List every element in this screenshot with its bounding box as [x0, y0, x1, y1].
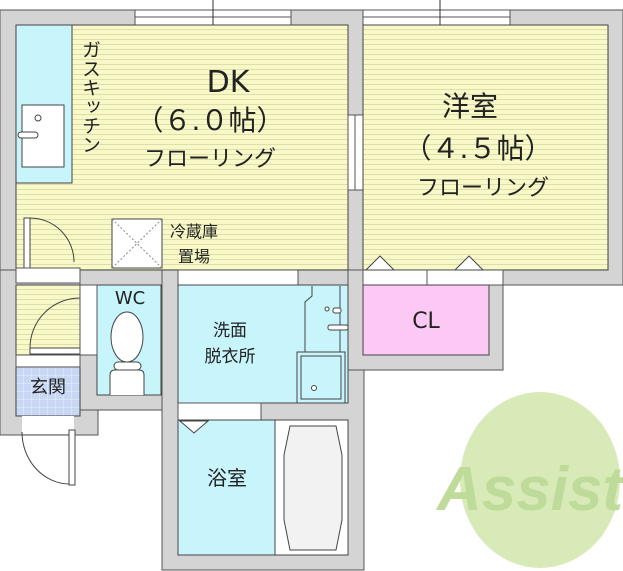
assist-logo: Assist [435, 392, 623, 568]
wc-name: WC [115, 288, 145, 309]
bath-name: 浴室 [207, 466, 247, 490]
western-name: 洋室 [442, 90, 498, 123]
room-closet [362, 284, 490, 356]
washroom-label-2: 脱衣所 [205, 347, 256, 367]
dk-floor: フローリング [144, 147, 276, 172]
fridge-space-icon [111, 218, 163, 269]
logo-leaf [460, 392, 620, 568]
corridor [15, 284, 81, 356]
fridge-label-1: 冷蔵庫 [170, 222, 218, 241]
bathtub-icon [274, 419, 349, 556]
labels: DK （６.０帖） フローリング ガスキッチン 冷蔵庫 置場 洋室 （４.５帖）… [30, 40, 552, 490]
logo-text: Assist [435, 455, 623, 524]
dk-name: DK [207, 65, 251, 100]
kitchen-label: ガスキッチン [79, 40, 101, 154]
washroom-label-1: 洗面 [213, 321, 247, 341]
door-icon [15, 217, 81, 284]
room-western [362, 24, 609, 271]
entrance-name: 玄関 [30, 377, 66, 398]
western-floor: フローリング [417, 176, 549, 201]
window-dk [134, 0, 292, 34]
entrance-door-icon [21, 416, 76, 486]
dk-size: （６.０帖） [136, 104, 285, 137]
room-entrance [15, 366, 81, 417]
washbasin-icon [304, 286, 349, 353]
western-size: （４.５帖） [404, 132, 553, 165]
fridge-label-2: 置場 [178, 247, 210, 266]
closet-name: CL [412, 309, 440, 334]
washing-machine-icon [296, 351, 346, 404]
toilet-icon [109, 311, 145, 395]
